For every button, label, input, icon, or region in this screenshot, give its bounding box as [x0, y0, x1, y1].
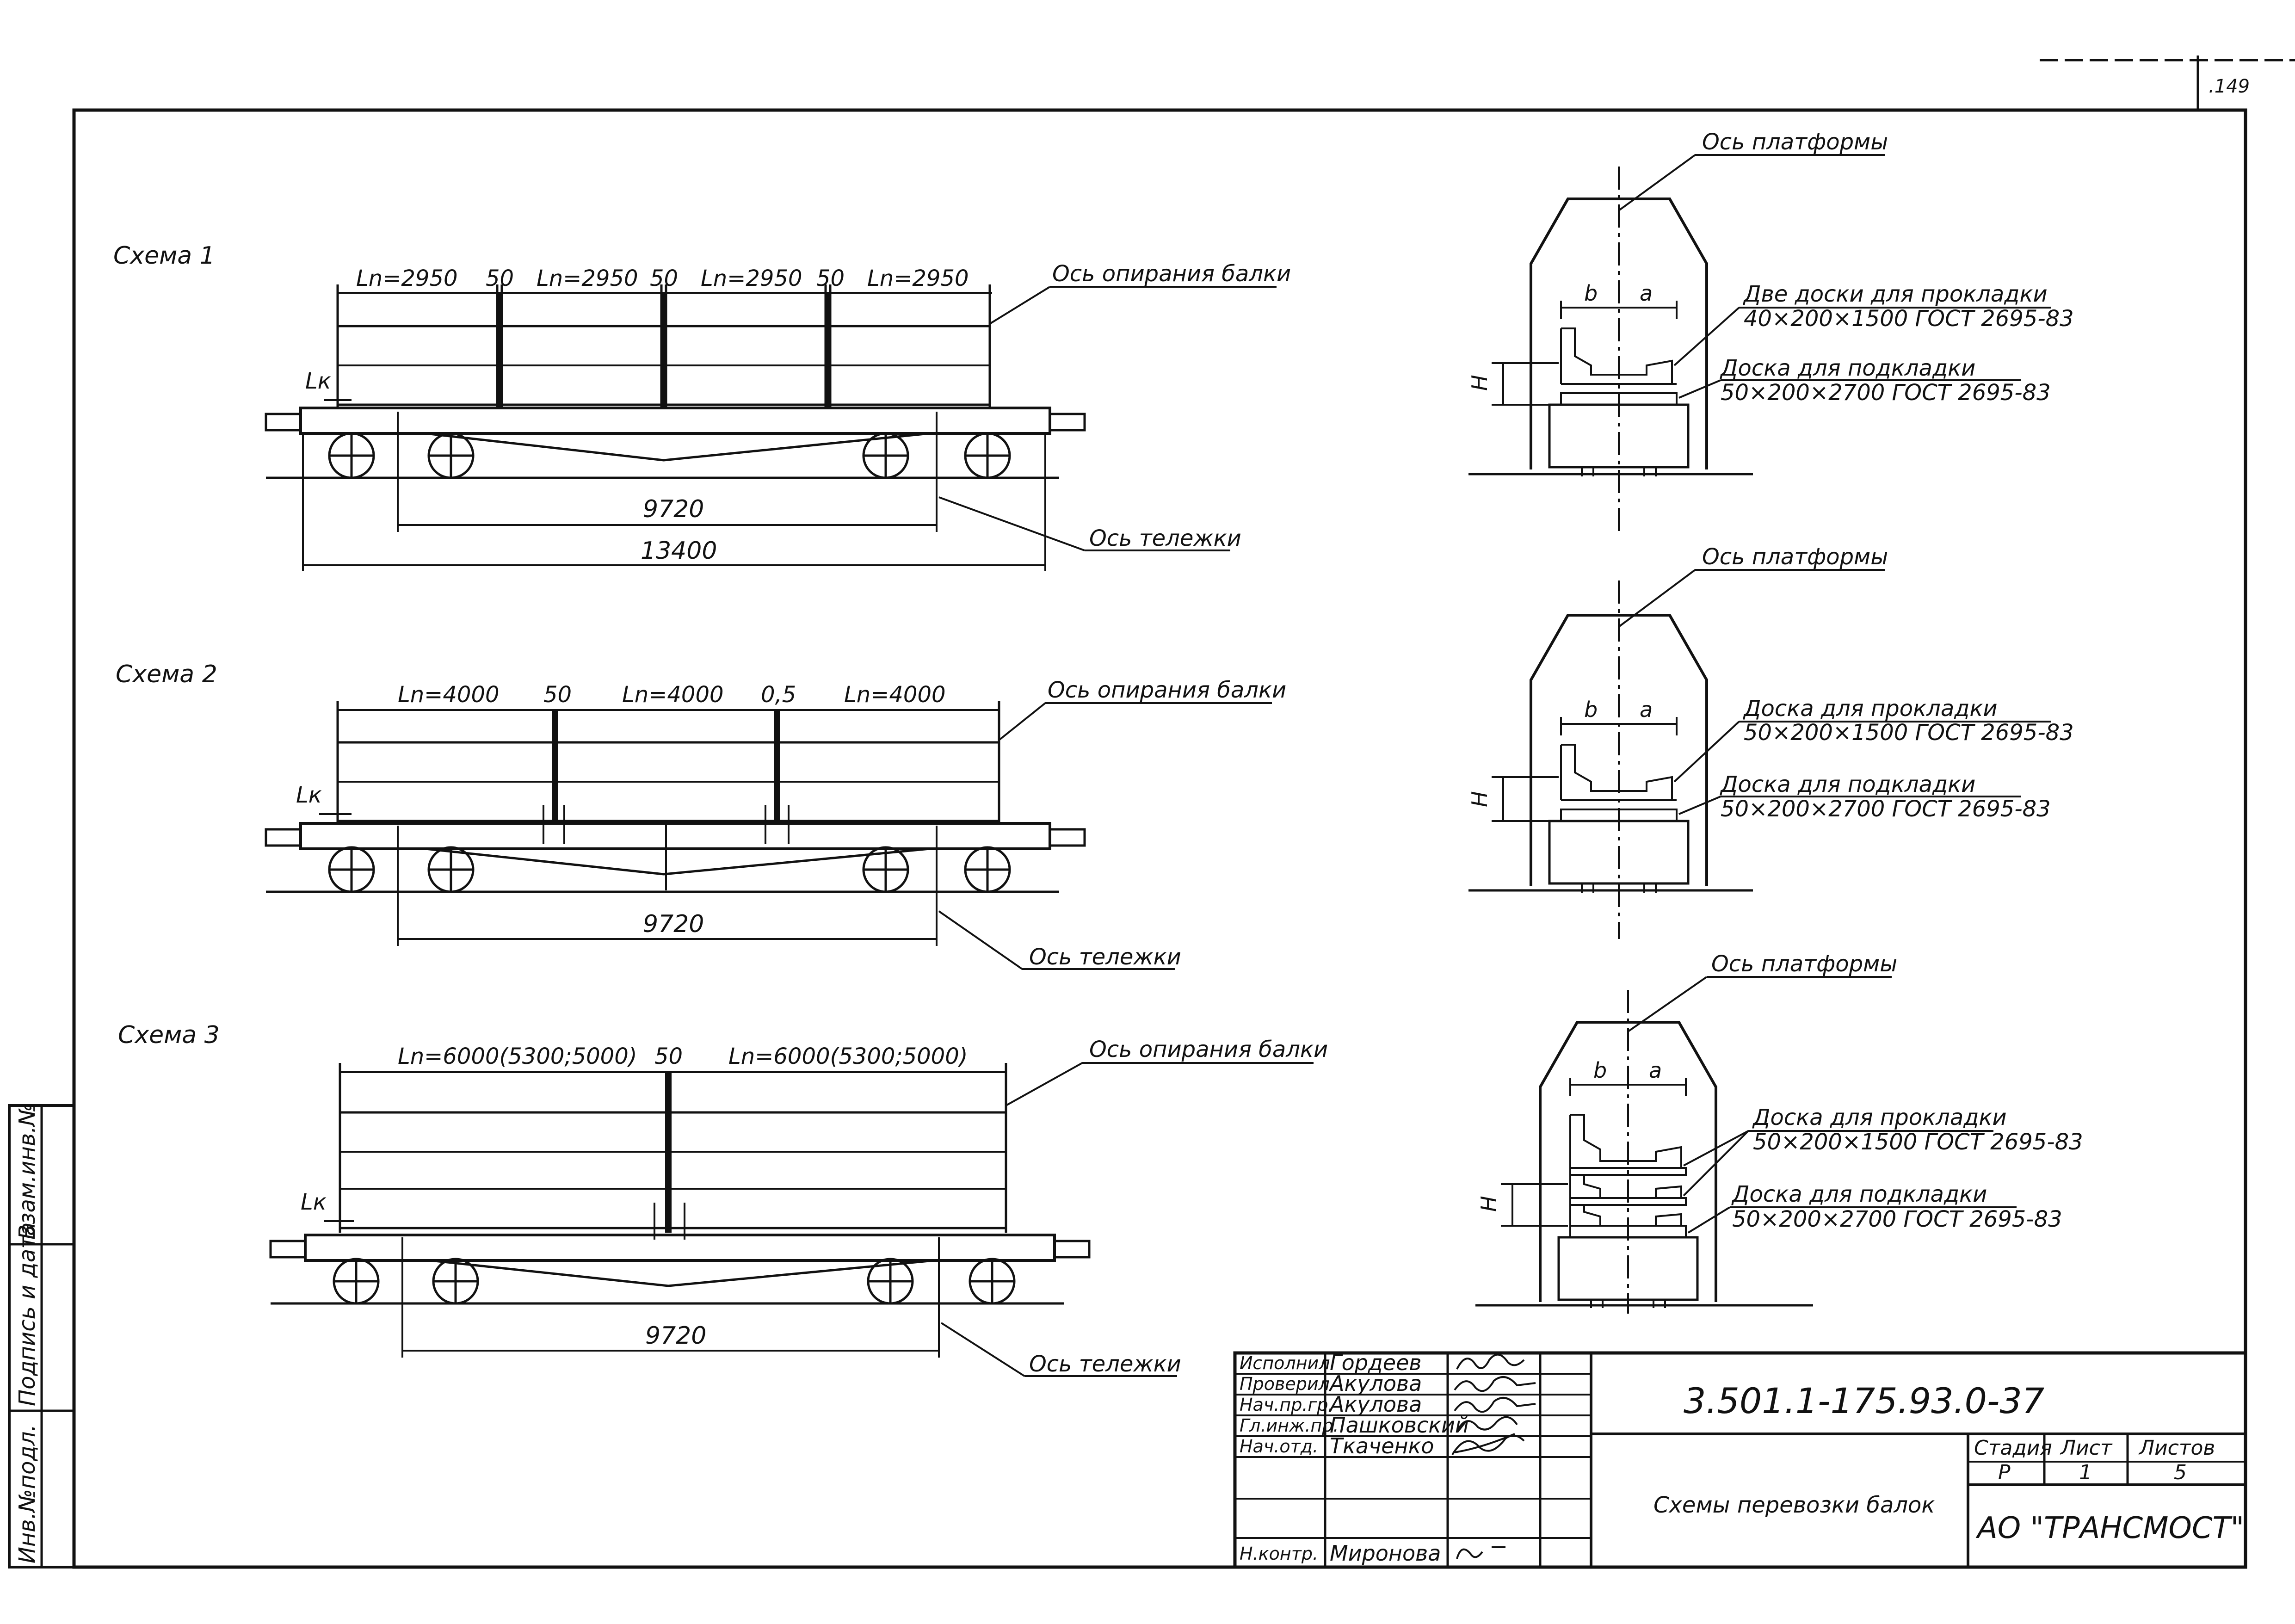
- role-label: Проверил: [1240, 1374, 1330, 1394]
- role-label: Н.контр.: [1240, 1544, 1318, 1564]
- dim-b: b: [1584, 697, 1598, 722]
- span-label: Ln=2950: [701, 266, 802, 291]
- stamp-signature-date: Подпись и дата: [14, 1222, 40, 1406]
- span-label: Ln=2950: [537, 266, 638, 291]
- span-label: Ln=6000(5300;5000): [398, 1044, 637, 1069]
- support-board-spec: 50×200×2700 ГОСТ 2695-83: [1721, 796, 2051, 822]
- cross-section-2: Ось платформы b a H Доска для прокладки …: [1467, 544, 2074, 939]
- sheet-value: 1: [2079, 1461, 2092, 1484]
- person-name: Пашковский: [1330, 1413, 1469, 1438]
- dim-a: a: [1640, 281, 1653, 306]
- support-board-spec: 50×200×2700 ГОСТ 2695-83: [1721, 380, 2051, 406]
- platform-axis-label: Ось платформы: [1711, 951, 1897, 977]
- spacer-board-spec: 50×200×1500 ГОСТ 2695-83: [1744, 720, 2074, 746]
- bogie-axis-label: Ось тележки: [1029, 1351, 1181, 1377]
- span-label: Ln=4000: [844, 682, 946, 708]
- support-axis-label: Ось опирания балки: [1089, 1037, 1328, 1062]
- drawing-frame: [72, 56, 2295, 1569]
- document-code: 3.501.1-175.93.0-37: [1684, 1380, 2044, 1421]
- person-name: Гордеев: [1330, 1350, 1422, 1375]
- stage-label: Стадия: [1974, 1436, 2052, 1460]
- stamp-replacement-inventory: Взам.инв.№: [14, 1103, 40, 1240]
- total-length: 13400: [641, 537, 717, 565]
- signatures: [1451, 1353, 1536, 1559]
- sheets-value: 5: [2174, 1461, 2187, 1484]
- support-board-spec: 50×200×2700 ГОСТ 2695-83: [1732, 1206, 2062, 1232]
- bogie-distance: 9720: [645, 1322, 706, 1350]
- span-label: Ln=4000: [622, 682, 724, 708]
- lk-label: Lк: [296, 782, 322, 808]
- gap-label: 0,5: [761, 682, 796, 708]
- gap-label: 50: [654, 1044, 683, 1069]
- span-label: Ln=6000(5300;5000): [728, 1044, 968, 1069]
- bogie-axis-label: Ось тележки: [1089, 525, 1241, 551]
- person-name: Акулова: [1328, 1371, 1422, 1396]
- scheme-title: Схема 3: [118, 1021, 220, 1049]
- spacer-board-spec: 40×200×1500 ГОСТ 2695-83: [1744, 306, 2074, 332]
- span-label: Ln=2950: [356, 266, 458, 291]
- dim-a: a: [1649, 1058, 1662, 1083]
- scheme-title: Схема 1: [113, 242, 215, 270]
- scheme-3: Схема 3 Ln=6000(5300;5000) 50 Ln=6000(53…: [118, 1021, 1328, 1377]
- bogie-distance: 9720: [643, 495, 704, 523]
- title-block: Исполнил Гордеев Проверил Акулова Нач.пр…: [1233, 1350, 2247, 1569]
- gap-label: 50: [650, 266, 678, 291]
- stage-value: Р: [1998, 1461, 2011, 1484]
- spacer-board-spec: 50×200×1500 ГОСТ 2695-83: [1753, 1129, 2083, 1155]
- sheets-label: Листов: [2138, 1436, 2215, 1460]
- gap-label: 50: [816, 266, 845, 291]
- gap-label: 50: [543, 682, 572, 708]
- sheet-title: Схемы перевозки балок: [1653, 1492, 1935, 1518]
- dim-h: H: [1467, 791, 1492, 807]
- lk-label: Lк: [301, 1189, 327, 1215]
- platform-axis-label: Ось платформы: [1702, 129, 1888, 155]
- cross-section-3: Ось платформы b a H Доска для прокладки …: [1475, 951, 2083, 1314]
- scheme-1: Схема 1 Ln=2950 50 Ln=2950 50 Ln=2950 50…: [113, 242, 1291, 571]
- spacer-board-label: Две доски для прокладки: [1743, 281, 2048, 307]
- spacer-board-label: Доска для прокладки: [1752, 1105, 2007, 1130]
- dim-b: b: [1584, 281, 1598, 306]
- side-stamp: Инв.№подл. Подпись и дата Взам.инв.№: [8, 1103, 75, 1568]
- scheme-title: Схема 2: [116, 661, 217, 688]
- support-axis-label: Ось опирания балки: [1052, 261, 1291, 287]
- support-board-label: Доска для подкладки: [1720, 355, 1975, 381]
- dim-h: H: [1476, 1196, 1501, 1212]
- role-label: Исполнил: [1240, 1353, 1330, 1373]
- dim-h: H: [1467, 375, 1492, 391]
- person-name: Ткаченко: [1330, 1433, 1434, 1458]
- person-name: Акулова: [1328, 1392, 1422, 1417]
- role-label: Нач.отд.: [1240, 1436, 1318, 1457]
- support-axis-label: Ось опирания балки: [1048, 677, 1286, 703]
- spacer-board-label: Доска для прокладки: [1743, 696, 1998, 722]
- stamp-inventory-original: Инв.№подл.: [14, 1424, 40, 1563]
- support-board-label: Доска для подкладки: [1720, 772, 1975, 797]
- bogie-distance: 9720: [643, 910, 704, 938]
- sheet-label: Лист: [2060, 1436, 2113, 1460]
- lk-label: Lк: [305, 368, 331, 394]
- role-label: Гл.инж.пр.: [1240, 1415, 1339, 1436]
- dim-a: a: [1640, 697, 1653, 722]
- span-label: Ln=4000: [398, 682, 500, 708]
- span-label: Ln=2950: [867, 266, 969, 291]
- gap-label: 50: [486, 266, 514, 291]
- bogie-axis-label: Ось тележки: [1029, 944, 1181, 970]
- page-number: .149: [2209, 76, 2250, 97]
- dim-b: b: [1593, 1058, 1607, 1083]
- support-board-label: Доска для подкладки: [1731, 1181, 1987, 1207]
- company-name: АО "ТРАНСМОСТ": [1975, 1511, 2244, 1545]
- scheme-2: Схема 2 Ln=4000 50 Ln=4000 0,5 Ln=4000 О…: [116, 661, 1286, 970]
- role-label: Нач.пр.гр.: [1240, 1395, 1334, 1415]
- platform-axis-label: Ось платформы: [1702, 544, 1888, 570]
- cross-section-1: Ось платформы b a H Две доски для прокла…: [1467, 129, 2074, 532]
- person-name: Миронова: [1330, 1541, 1441, 1566]
